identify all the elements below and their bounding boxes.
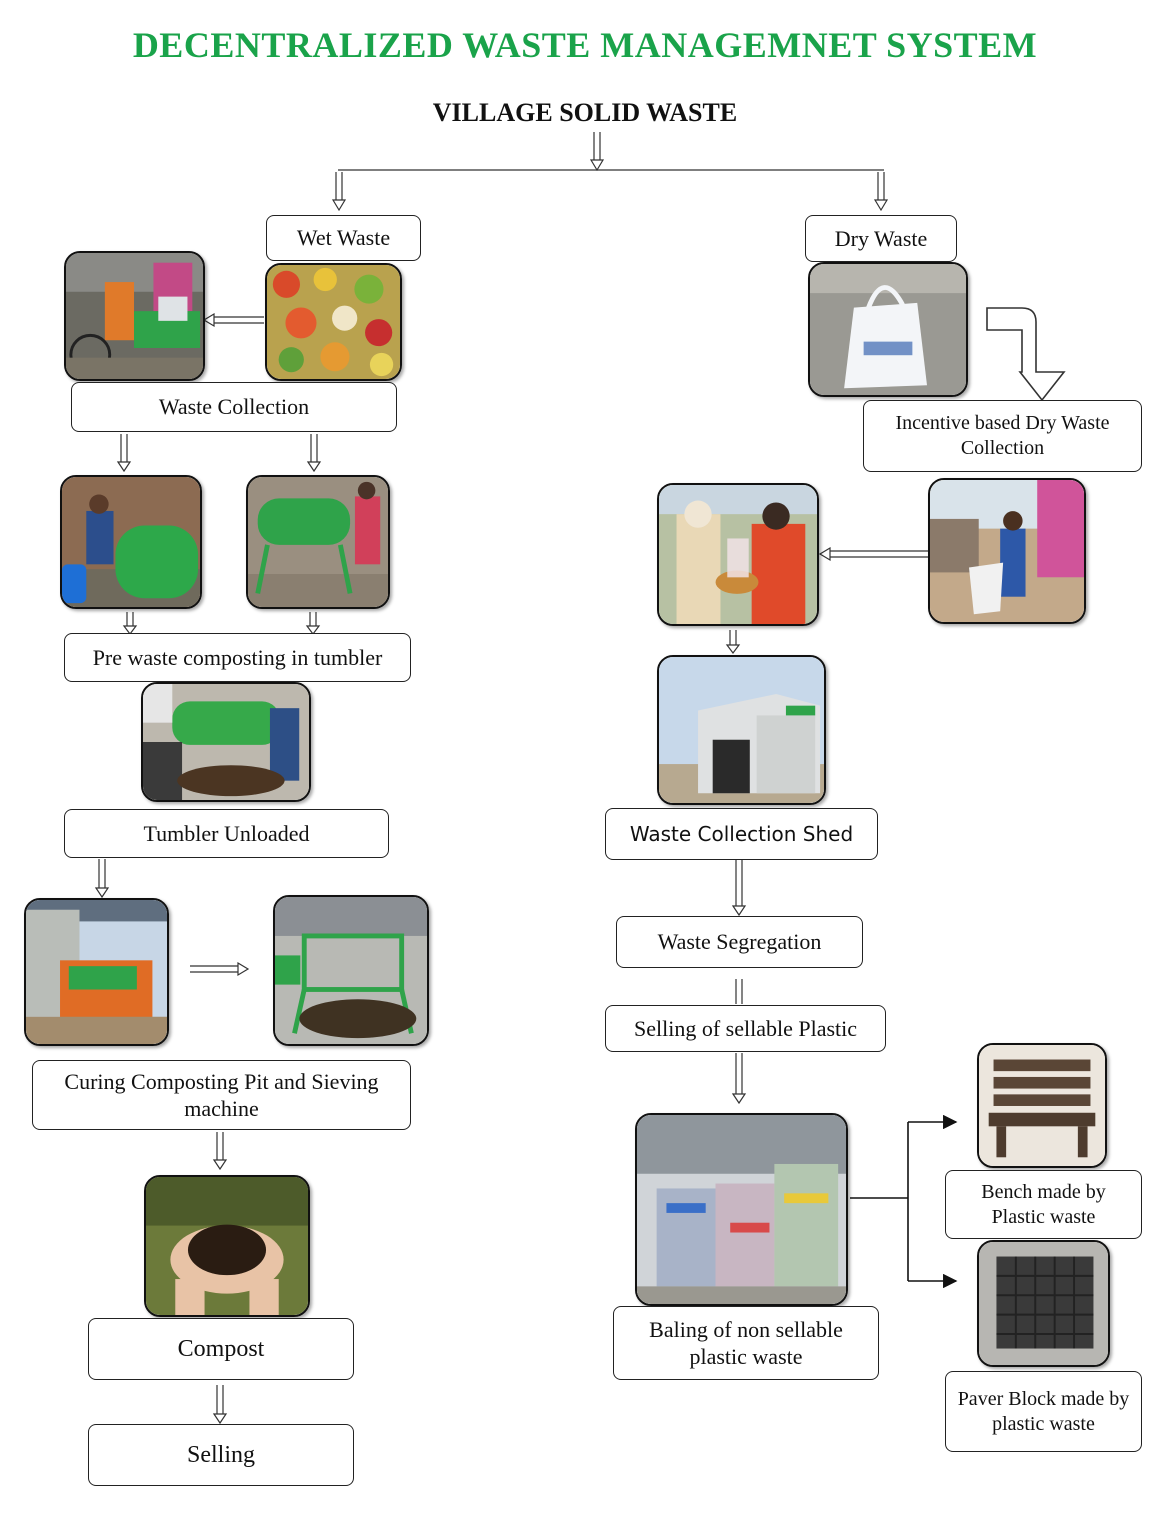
tumbler-photo-1: [60, 475, 202, 609]
incentive-dry-waste-box: Incentive based Dry Waste Collection: [863, 400, 1142, 472]
tumbler-unloaded-photo: [141, 682, 311, 802]
villager-with-bag-photo: [928, 478, 1086, 624]
compost-box: Compost: [88, 1318, 354, 1380]
collection-cart-photo: [64, 251, 205, 381]
diagram-title: DECENTRALIZED WASTE MANAGEMNET SYSTEM: [132, 25, 1038, 65]
paver-block-box: Paver Block made by plastic waste: [945, 1371, 1142, 1452]
curing-composting-box: Curing Composting Pit and Sieving machin…: [32, 1060, 411, 1130]
wet-food-waste-photo: [265, 263, 402, 381]
curing-composting-pit-photo: [24, 898, 169, 1046]
paver-block-photo: [977, 1240, 1110, 1367]
selling-box: Selling: [88, 1424, 354, 1486]
pre-composting-tumbler-box: Pre waste composting in tumbler: [64, 633, 411, 682]
tumbler-photo-2: [246, 475, 390, 609]
dry-waste-exchange-photo: [657, 483, 819, 626]
tumbler-unloaded-box: Tumbler Unloaded: [64, 809, 389, 858]
waste-collection-box: Waste Collection: [71, 382, 397, 432]
bench-box: Bench made by Plastic waste: [945, 1170, 1142, 1239]
sieving-machine-photo: [273, 895, 429, 1046]
baling-box: Baling of non sellable plastic waste: [613, 1306, 879, 1380]
dry-waste-box: Dry Waste: [805, 215, 957, 262]
selling-sellable-plastic-box: Selling of sellable Plastic: [605, 1005, 886, 1052]
waste-collection-shed-box: Waste Collection Shed: [605, 808, 878, 860]
root-node-village-solid-waste: VILLAGE SOLID WASTE: [432, 98, 738, 127]
waste-collection-shed-photo: [657, 655, 826, 805]
plastic-bench-photo: [977, 1043, 1107, 1168]
dry-waste-bag-photo: [808, 262, 968, 397]
wet-waste-box: Wet Waste: [266, 215, 421, 261]
waste-segregation-box: Waste Segregation: [616, 916, 863, 968]
plastic-bales-photo: [635, 1113, 848, 1306]
compost-hands-photo: [144, 1175, 310, 1317]
